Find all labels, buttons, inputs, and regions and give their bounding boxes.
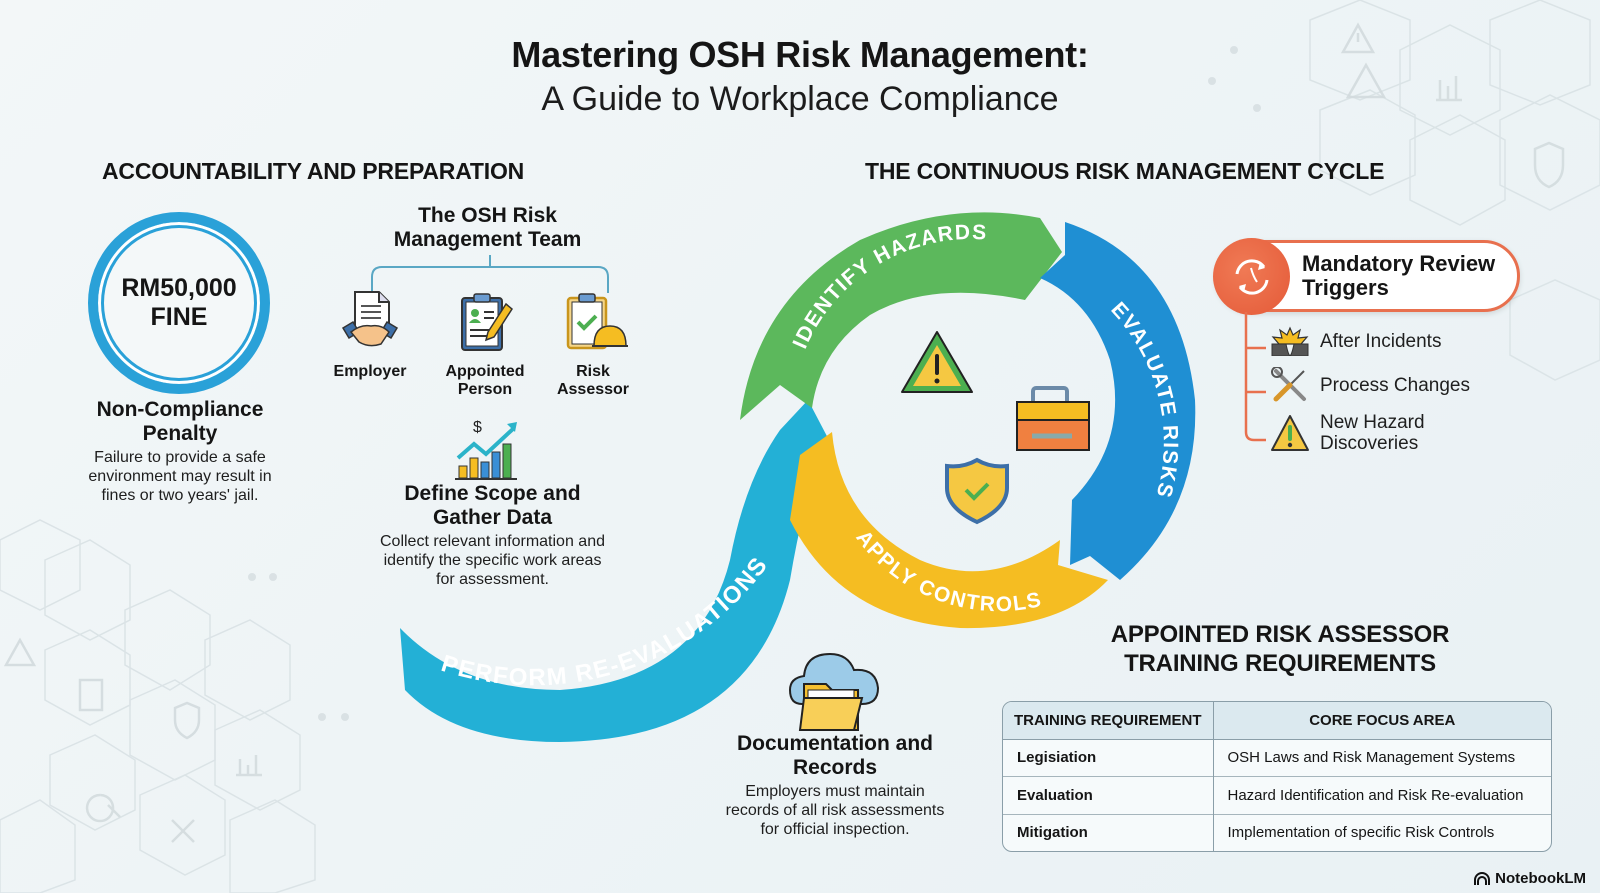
trigger-label: Process Changes <box>1320 374 1470 396</box>
trigger-label-line2: Discoveries <box>1320 433 1419 454</box>
team-title-line2: Management Team <box>393 228 582 251</box>
trigger-item-new-hazard-discoveries: New Hazard Discoveries <box>1270 412 1425 454</box>
penalty-desc-line3: fines or two years' jail. <box>101 487 259 504</box>
team-member-label-2: Person <box>457 381 513 398</box>
fine-amount: RM50,000 <box>121 274 237 302</box>
page-title: Mastering OSH Risk Management: <box>511 34 1089 75</box>
cycle-heading: THE CONTINUOUS RISK MANAGEMENT CYCLE <box>865 158 1385 184</box>
scope-desc-line1: Collect relevant information and <box>379 533 605 550</box>
penalty-desc-line2: environment may result in <box>88 468 272 485</box>
handshake-document-icon <box>341 291 399 347</box>
stage-apply-controls <box>790 432 1108 629</box>
accountability-heading: ACCOUNTABILITY AND PREPARATION <box>102 158 525 184</box>
cloud-folder-icon <box>788 652 880 731</box>
documentation-block: Documentation and Records Employers must… <box>700 732 970 839</box>
penalty-title-line1: Non-Compliance <box>96 398 264 421</box>
penalty-desc-line1: Failure to provide a safe <box>94 449 266 466</box>
fine-badge: RM50,000 FINE <box>88 212 270 394</box>
team-connector-lines <box>371 255 609 293</box>
focus-cell: Implementation of specific Risk Controls <box>1212 813 1551 851</box>
review-triggers-title: Mandatory Review Triggers <box>1302 252 1495 300</box>
team-member-risk-assessor: Risk Assessor <box>552 288 634 399</box>
bar-chart-growth-icon: $ <box>455 419 517 480</box>
scope-title-line1: Define Scope and <box>404 482 581 505</box>
brand-label: NotebookLM <box>1495 870 1586 887</box>
scope-desc-line2: identify the specific work areas <box>383 552 602 569</box>
training-requirements-table: TRAINING REQUIREMENT CORE FOCUS AREA Leg… <box>1002 701 1552 852</box>
column-header-training-requirement: TRAINING REQUIREMENT <box>1003 702 1213 740</box>
requirement-cell: Legisiation <box>1003 738 1213 777</box>
trigger-item-process-changes: Process Changes <box>1270 367 1470 403</box>
refresh-cycle-icon <box>1235 258 1268 295</box>
table-row: Mitigation Implementation of specific Ri… <box>1003 813 1551 851</box>
training-heading-line2: TRAINING REQUIREMENTS <box>1124 650 1436 677</box>
review-triggers-badge <box>1213 238 1290 315</box>
requirement-cell: Mitigation <box>1003 813 1213 851</box>
notebooklm-logo-icon <box>1474 871 1491 885</box>
team-title: The OSH Risk Management Team <box>360 204 615 252</box>
stage-perform-re-evaluations <box>400 400 830 742</box>
documentation-desc-line3: for official inspection. <box>760 821 910 838</box>
team-member-label-2: Assessor <box>556 381 630 398</box>
documentation-title-line2: Records <box>792 756 878 779</box>
scope-title-line2: Gather Data <box>432 506 553 529</box>
team-member-appointed-person: Appointed Person <box>440 288 530 399</box>
team-member-employer: Employer <box>330 288 410 381</box>
scope-desc-line3: for assessment. <box>436 571 549 588</box>
wrench-screwdriver-icon <box>1271 367 1306 402</box>
trigger-label: After Incidents <box>1320 330 1442 352</box>
table-row: Evaluation Hazard Identification and Ris… <box>1003 776 1551 815</box>
trigger-label: New Hazard Discoveries <box>1320 412 1425 454</box>
review-triggers-title-line1: Mandatory Review <box>1302 251 1496 276</box>
toolbox-icon <box>1016 386 1090 451</box>
team-member-label: Employer <box>333 363 407 380</box>
column-header-core-focus-area: CORE FOCUS AREA <box>1212 702 1551 740</box>
trigger-item-after-incidents: After Incidents <box>1270 326 1441 356</box>
page-subtitle: A Guide to Workplace Compliance <box>541 80 1059 118</box>
focus-cell: Hazard Identification and Risk Re-evalua… <box>1212 776 1551 815</box>
clipboard-person-pencil-icon <box>461 293 513 351</box>
explosion-icon <box>1271 326 1309 356</box>
shield-check-icon <box>945 457 1009 525</box>
penalty-title-line2: Penalty <box>142 422 218 445</box>
penalty-block: Non-Compliance Penalty Failure to provid… <box>60 398 300 505</box>
team-title-line1: The OSH Risk <box>418 204 557 227</box>
requirement-cell: Evaluation <box>1003 776 1213 815</box>
trigger-label-line1: New Hazard <box>1320 412 1425 433</box>
warning-triangle-icon <box>1271 415 1309 451</box>
documentation-desc-line2: records of all risk assessments <box>725 802 945 819</box>
stage-evaluate-risks <box>1040 222 1196 580</box>
fine-label: FINE <box>150 303 208 331</box>
training-heading: APPOINTED RISK ASSESSOR TRAINING REQUIRE… <box>1100 620 1460 678</box>
focus-cell: OSH Laws and Risk Management Systems <box>1212 738 1551 777</box>
documentation-desc-line1: Employers must maintain <box>745 783 925 800</box>
training-heading-line1: APPOINTED RISK ASSESSOR <box>1110 621 1450 648</box>
review-triggers-title-line2: Triggers <box>1302 275 1389 300</box>
warning-triangle-icon <box>901 331 973 393</box>
clipboard-check-hardhat-icon <box>566 293 628 350</box>
documentation-title-line1: Documentation and <box>736 732 933 755</box>
trigger-connector-lines <box>1244 312 1266 442</box>
scope-block: Define Scope and Gather Data Collect rel… <box>350 482 635 589</box>
team-member-label: Risk <box>576 363 610 380</box>
table-row: Legisiation OSH Laws and Risk Management… <box>1003 738 1551 777</box>
team-member-label: Appointed <box>445 363 525 380</box>
stage-identify-hazards <box>740 212 1062 420</box>
svg-text:$: $ <box>473 419 482 436</box>
notebooklm-brand: NotebookLM <box>1474 870 1586 887</box>
